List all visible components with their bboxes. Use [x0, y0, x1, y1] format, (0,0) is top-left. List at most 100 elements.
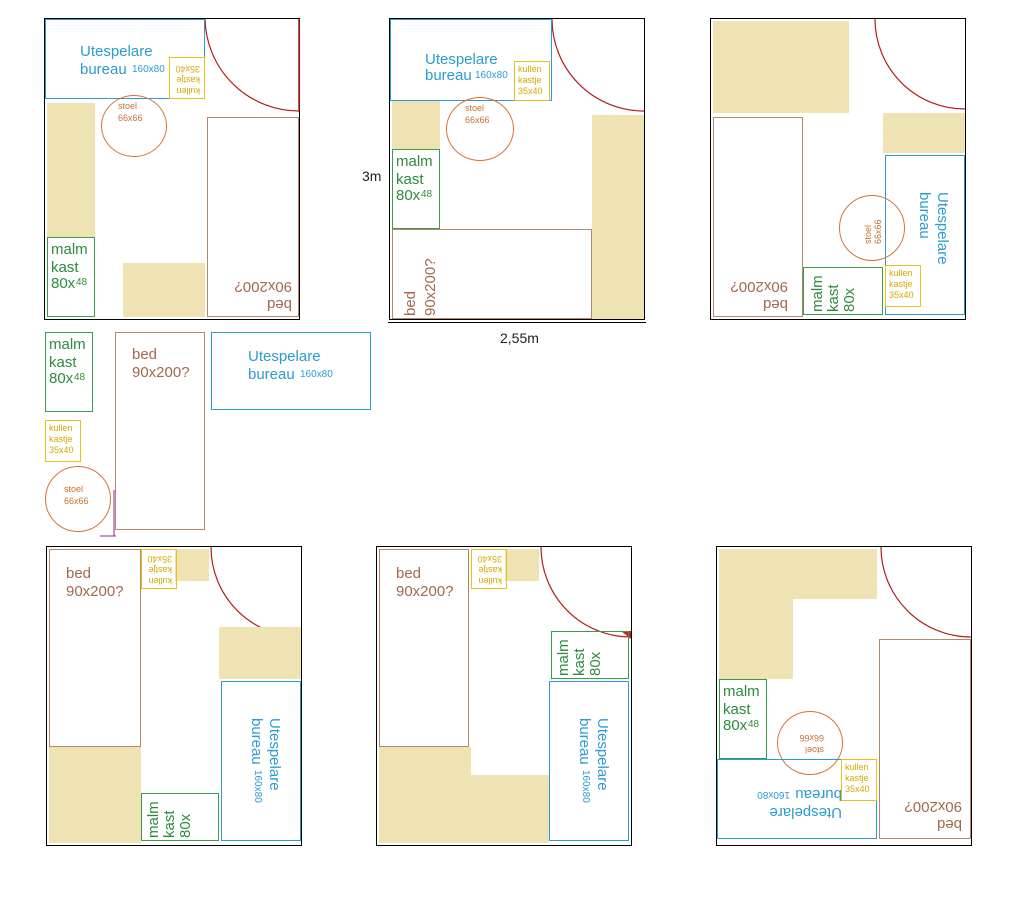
malm-label: malm [723, 683, 760, 700]
desk-word: bureau [425, 67, 472, 84]
floorplan-5: bed 90x200? kullen kastje 35x40 malm kas… [376, 546, 632, 846]
desk-name: Utespelare [248, 348, 321, 365]
bed-label: bed [936, 816, 962, 833]
bed-piece[interactable]: bed 90x200? [115, 332, 205, 530]
desk-size: 160x80 [132, 64, 165, 75]
kullen-cabinet: kullen kastje 35x40 [471, 549, 507, 589]
chair-piece[interactable]: stoel 66x66 [45, 466, 111, 532]
kullen-label: kullen [889, 268, 913, 278]
malm-dresser: malm kast 80x [803, 267, 883, 315]
width-dimension: 2,55m [500, 330, 539, 346]
desk-word: bureau [576, 718, 593, 765]
desk-name: Utespelare [594, 718, 611, 791]
kullen-size: 35x40 [175, 64, 200, 74]
bed: bed 90x200? [392, 229, 592, 319]
kast-label: kast [723, 701, 751, 718]
malm-dresser-piece[interactable]: malm kast 80x 48 [45, 332, 93, 412]
free-space [379, 747, 471, 843]
free-space [592, 115, 644, 319]
bed-label: bed [266, 296, 292, 313]
bed-label: bed [132, 346, 158, 363]
kullen-cabinet-piece[interactable]: kullen kastje 35x40 [45, 420, 81, 462]
height-dimension: 3m [362, 168, 382, 184]
kast-label: kast [571, 648, 588, 676]
floorplan-1: Utespelare bureau 160x80 kullen kastje 3… [44, 18, 300, 320]
bed-label: bed [396, 565, 422, 582]
corner-marker-icon [100, 490, 116, 537]
malm-dresser: malm kast 80x [141, 793, 219, 841]
desk: Utespelare bureau 160x80 [45, 19, 205, 99]
kullen-label: kullen [478, 576, 502, 586]
kastje-label: kastje [889, 279, 913, 289]
desk-piece[interactable]: Utespelare bureau 160x80 [211, 332, 371, 410]
bed-size: 90x200? [234, 278, 292, 295]
desk-size: 160x80 [300, 369, 333, 380]
desk-name: Utespelare [80, 43, 153, 60]
kullen-cabinet: kullen kastje 35x40 [169, 57, 205, 99]
kastje-label: kastje [148, 565, 172, 575]
kullen-label: kullen [845, 762, 869, 772]
desk-size: 160x80 [475, 70, 508, 81]
kast-label: kast [49, 354, 77, 371]
desk-size: 160x80 [252, 770, 263, 803]
bed: bed 90x200? [379, 549, 469, 747]
kullen-label: kullen [176, 86, 200, 96]
chair-size: 66x66 [465, 115, 490, 125]
desk-name: Utespelare [934, 192, 951, 265]
chair-size: 66x66 [873, 219, 883, 244]
desk-word: bureau [248, 366, 295, 383]
bed: bed 90x200? [879, 639, 971, 839]
free-space [49, 747, 141, 843]
floorplan-4: bed 90x200? kullen kastje 35x40 Utespela… [46, 546, 302, 846]
bed-size: 90x200? [730, 278, 788, 295]
free-space [719, 549, 877, 599]
floorplan-6: malm kast 80x 48 stoel 66x66 Utespelare … [716, 546, 972, 846]
malm-size: 80x [49, 370, 74, 387]
desk-name: Utespelare [769, 804, 842, 821]
bed-size: 90x200? [422, 258, 439, 316]
free-space [883, 113, 965, 153]
malm-label: malm [396, 153, 433, 170]
malm-dresser: malm kast 80x 48 [47, 237, 95, 317]
kullen-size: 35x40 [845, 784, 870, 794]
kast-label: kast [825, 284, 842, 312]
desk-size: 160x80 [580, 770, 591, 803]
malm-label: malm [555, 639, 572, 676]
kastje-label: kastje [478, 565, 502, 575]
kullen-label: kullen [148, 576, 172, 586]
malm-dresser: malm kast 80x 48 [392, 149, 440, 229]
chair-label: stoel [465, 103, 485, 113]
kastje-label: kastje [845, 773, 869, 783]
kullen-label: kullen [518, 64, 542, 74]
chair: stoel 66x66 [101, 95, 167, 157]
kullen-size: 35x40 [49, 445, 74, 455]
bed: bed 90x200? [713, 117, 803, 317]
malm-size: 80x [177, 813, 194, 838]
width-dimension-line [388, 322, 646, 323]
malm-label: malm [51, 241, 88, 258]
bed-size: 90x200? [66, 583, 124, 600]
floorplan-3: bed 90x200? Utespelare bureau stoel 66x6… [710, 18, 966, 320]
desk-size: 160x80 [757, 789, 790, 800]
chair: stoel 66x66 [446, 97, 514, 161]
bed-label: bed [66, 565, 92, 582]
free-space [713, 21, 849, 113]
bed-size: 90x200? [904, 798, 962, 815]
desk-word: bureau [80, 61, 127, 78]
malm-label: malm [145, 801, 162, 838]
malm-size: 80x [51, 275, 76, 292]
bed-label: bed [402, 290, 419, 316]
malm-label: malm [49, 336, 86, 353]
chair-size: 66x66 [64, 496, 89, 506]
kast-label: kast [396, 171, 424, 188]
malm-size: 80x [396, 187, 421, 204]
kullen-size: 35x40 [477, 554, 502, 564]
kullen-cabinet: kullen kastje 35x40 [841, 759, 877, 801]
desk-word: bureau [916, 192, 933, 239]
free-space [219, 627, 301, 679]
free-space [123, 263, 205, 317]
bed-size: 90x200? [396, 583, 454, 600]
desk: Utespelare bureau 160x80 [221, 681, 301, 841]
chair: stoel 66x66 [839, 195, 905, 261]
free-space [392, 101, 440, 149]
